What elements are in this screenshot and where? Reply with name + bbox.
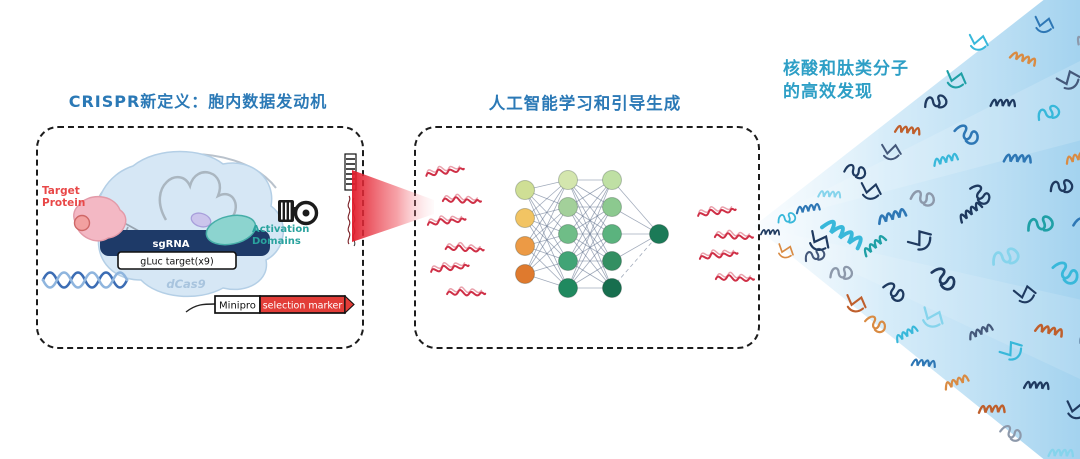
nn-nodes (515, 170, 669, 298)
reporter-cassette (344, 153, 357, 247)
target-protein-label-1: Target (42, 185, 80, 197)
crispr-diagram: sgRNA gLuc target(x9) dCas9 Target Prote… (41, 150, 357, 315)
activation-domains-blob (205, 214, 257, 246)
gluc-target-box (117, 251, 237, 270)
nn-edges (524, 179, 660, 289)
left-panel-title: CRISPR新定义：胞内数据发动机 (68, 92, 328, 111)
target-protein-label-2: Protein (42, 197, 85, 209)
right-title-line2: 的高效发现 (783, 82, 873, 102)
gluc-target-label: gLuc target(x9) (140, 257, 213, 268)
cassette-arrowhead (344, 294, 355, 315)
crispr-panel: sgRNA gLuc target(x9) dCas9 Target Prote… (36, 126, 364, 349)
activation-domains-label-1: Activation (252, 224, 309, 235)
middle-panel-title: 人工智能学习和引导生成 (488, 94, 682, 113)
target-protein-sphere (73, 214, 91, 232)
dna-helix (41, 271, 129, 289)
right-title-line1: 核酸和肽类分子 (783, 59, 909, 79)
sgrna-hairpin (158, 171, 237, 221)
dcas9-label: dCas9 (166, 277, 205, 291)
sgrna-label: sgRNA (153, 239, 190, 250)
ai-panel (414, 126, 760, 349)
activation-domains-label-2: Domains (252, 236, 301, 247)
motor-icon (278, 200, 319, 226)
selection-marker-label: selection marker (263, 301, 343, 312)
right-title: 核酸和肽类分子 的高效发现 (783, 58, 909, 104)
ms2-hairpin (190, 212, 212, 228)
neural-network-diagram (515, 170, 669, 298)
target-protein-blob (73, 196, 127, 242)
minipro-label: Minipro (219, 301, 256, 312)
promoter-line (185, 303, 216, 313)
